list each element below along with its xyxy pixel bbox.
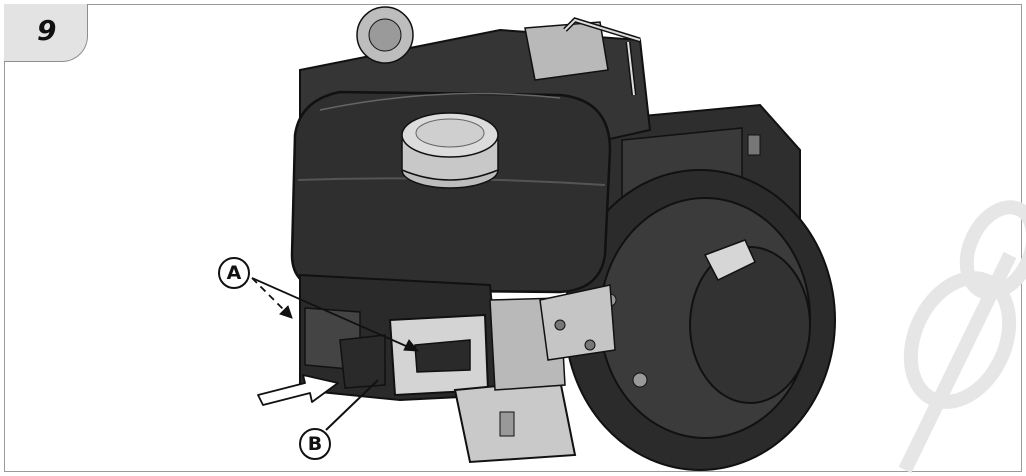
governor-bracket bbox=[539, 284, 616, 361]
callout-b: B bbox=[299, 428, 331, 460]
callout-a: A bbox=[218, 257, 250, 289]
fuel-cap bbox=[401, 112, 499, 189]
mounting-base bbox=[453, 297, 577, 464]
figure-number-tab: 9 bbox=[4, 4, 88, 62]
recoil-starter bbox=[564, 169, 836, 471]
leader-lines bbox=[251, 277, 420, 431]
removal-arrow bbox=[257, 374, 339, 406]
figure-number: 9 bbox=[37, 14, 57, 47]
filter-cover bbox=[339, 313, 490, 397]
